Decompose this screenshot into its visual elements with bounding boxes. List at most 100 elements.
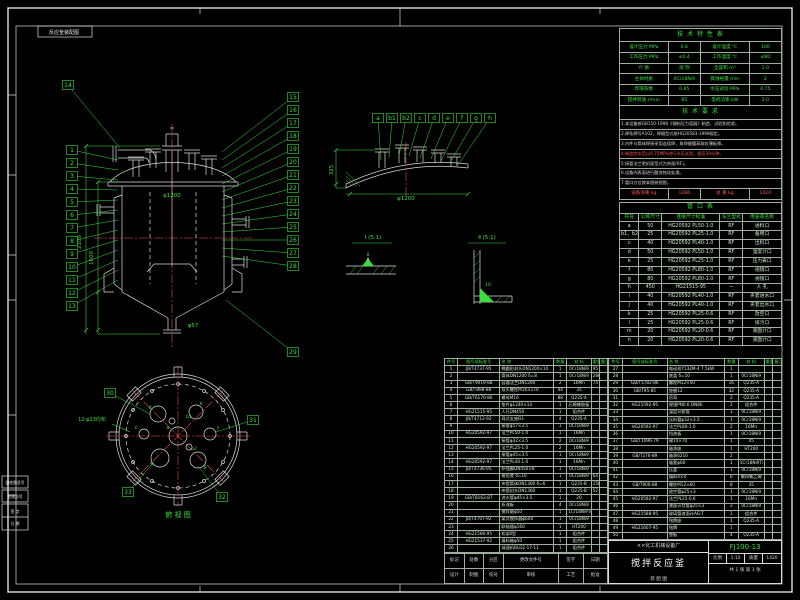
leader-line — [419, 117, 435, 159]
bom-cell — [621, 415, 668, 425]
bom-cell: 37 — [608, 437, 623, 446]
bom-cell: 38 — [608, 444, 623, 454]
bom-cell — [621, 372, 668, 381]
bom-cell: 联轴器φ160 — [499, 522, 555, 532]
callout-balloon — [287, 183, 299, 193]
drawing-title: 搅拌反应釜 — [631, 559, 687, 569]
bom-cell: 双头螺柱M16×170 — [499, 386, 555, 395]
bom-cell: 15 — [443, 465, 459, 474]
leader-line — [71, 219, 119, 229]
callout-label: 6 — [70, 212, 74, 219]
callout-balloon — [287, 196, 299, 206]
bom-cell — [590, 537, 600, 546]
leader-line — [71, 279, 119, 307]
callout-balloon — [442, 113, 454, 123]
signature-cell: 审核 — [502, 568, 560, 584]
bom-cell: 20 — [443, 501, 459, 510]
callout-balloon — [66, 197, 78, 207]
drawing-text: 俯 视 图 — [165, 510, 190, 519]
bom-cell — [772, 415, 782, 425]
bom-cell — [598, 415, 609, 424]
bom-cell: HG20592-97 — [621, 495, 668, 504]
bom-cell: 筒体DN1200 δ=8 — [499, 372, 555, 381]
callout-label: 7 — [70, 225, 74, 232]
bom-cell: 图号或标准号 — [457, 357, 501, 367]
bom-cell: 1 — [723, 524, 739, 533]
nozzle-cell: 450 — [638, 283, 663, 293]
nozzle-cell: HG20592 PL80-1.0 — [661, 265, 721, 276]
callout-balloon — [66, 184, 78, 194]
tech-cell: 全容积 m³ — [699, 62, 750, 75]
bom-cell: 9 — [443, 422, 459, 431]
callout-label: 5 — [70, 199, 74, 206]
callout-balloon — [287, 131, 299, 141]
tech-cell: 电机功率 kW — [699, 94, 750, 107]
bom-cell: 1 — [723, 466, 739, 475]
nozzle-cell: HG20592 PL25-1.0 — [661, 256, 721, 267]
bom-cell: 2 — [443, 372, 459, 381]
bom-cell — [737, 365, 765, 374]
leader-line — [221, 255, 294, 267]
callout-balloon — [287, 157, 299, 167]
tech-cell: 1420 — [748, 188, 783, 200]
tech-cell: 技 术 要 求 — [619, 105, 782, 120]
bom-cell: 1 — [553, 494, 568, 503]
bom-cell — [621, 394, 668, 403]
drawing-number: FJ100-13 — [709, 541, 781, 554]
tech-cell: 工作温度 ℃ — [699, 52, 750, 64]
nozzle-cell: RF — [719, 327, 744, 338]
bom-cell: Q235-A — [566, 393, 592, 403]
bom-cell: HG20592-97 — [621, 423, 668, 432]
bom-cell — [598, 522, 609, 532]
bom-cell: 1 — [723, 509, 739, 519]
bom-cell — [763, 509, 774, 519]
nozzle-cell: 压力表口 — [742, 256, 782, 267]
bom-cell: 8 — [723, 480, 739, 490]
signature-strip: 标记处数分区更改文件号签字日期设计制图校对审核工艺批准 — [444, 553, 608, 584]
bom-cell — [457, 479, 501, 489]
callout-label: 21 — [289, 172, 297, 179]
bom-cell: 0Cr18Ni9 — [566, 515, 592, 524]
nozzle-cell: g — [618, 274, 640, 285]
bom-cell: 组合件 — [737, 509, 765, 519]
bom-cell — [598, 515, 609, 524]
nozzle-cell: HG20592 PL40-1.0 — [661, 300, 721, 311]
bom-cell: 8 — [443, 415, 459, 424]
bom-cell: 4 — [553, 501, 568, 510]
bom-cell: 重量 — [763, 357, 774, 367]
bom-cell: 64 — [590, 472, 600, 481]
bom-cell — [621, 408, 668, 417]
tech-cell: 5.接管法兰密封面型式为突面(RF)。 — [619, 158, 782, 170]
bom-cell: 备注 — [772, 357, 782, 367]
tech-cell: ≤0.4 — [667, 52, 701, 64]
bom-cell: 42 — [608, 473, 623, 483]
bom-cell: 名 称 — [499, 357, 555, 367]
bom-cell: 16Mn — [566, 379, 592, 388]
nozzle-cell: 40 — [638, 300, 663, 311]
bom-cell: 1 — [723, 415, 739, 425]
callout-balloon — [287, 235, 299, 245]
callout-balloon — [66, 223, 78, 233]
bom-cell: 1 — [553, 408, 568, 417]
bom-cell: GB/T1096-79 — [621, 437, 668, 446]
callout-balloon — [470, 113, 482, 123]
bom-cell — [772, 517, 782, 526]
callout-balloon — [66, 210, 78, 220]
nozzle-cell: m — [618, 327, 640, 338]
bom-cell — [772, 459, 782, 468]
drawing-text: b2 — [191, 446, 197, 452]
bom-cell: 折流板 — [499, 501, 555, 510]
bom-cell: GB/T276-89 — [621, 452, 668, 461]
bom-cell — [772, 386, 782, 396]
drawing-text: φ1200 — [163, 193, 181, 199]
bolt-holes — [124, 382, 232, 490]
bom-cell: 41 — [608, 466, 623, 475]
nozzle-cell: RF — [719, 265, 744, 276]
nozzle-cell: HG20592 PL40-1.0 — [661, 291, 721, 302]
bom-cell: 1 — [723, 408, 739, 417]
bom-cell — [590, 393, 600, 403]
callout-balloon — [386, 113, 398, 123]
leader-line — [457, 117, 491, 166]
leader-line — [221, 187, 294, 209]
